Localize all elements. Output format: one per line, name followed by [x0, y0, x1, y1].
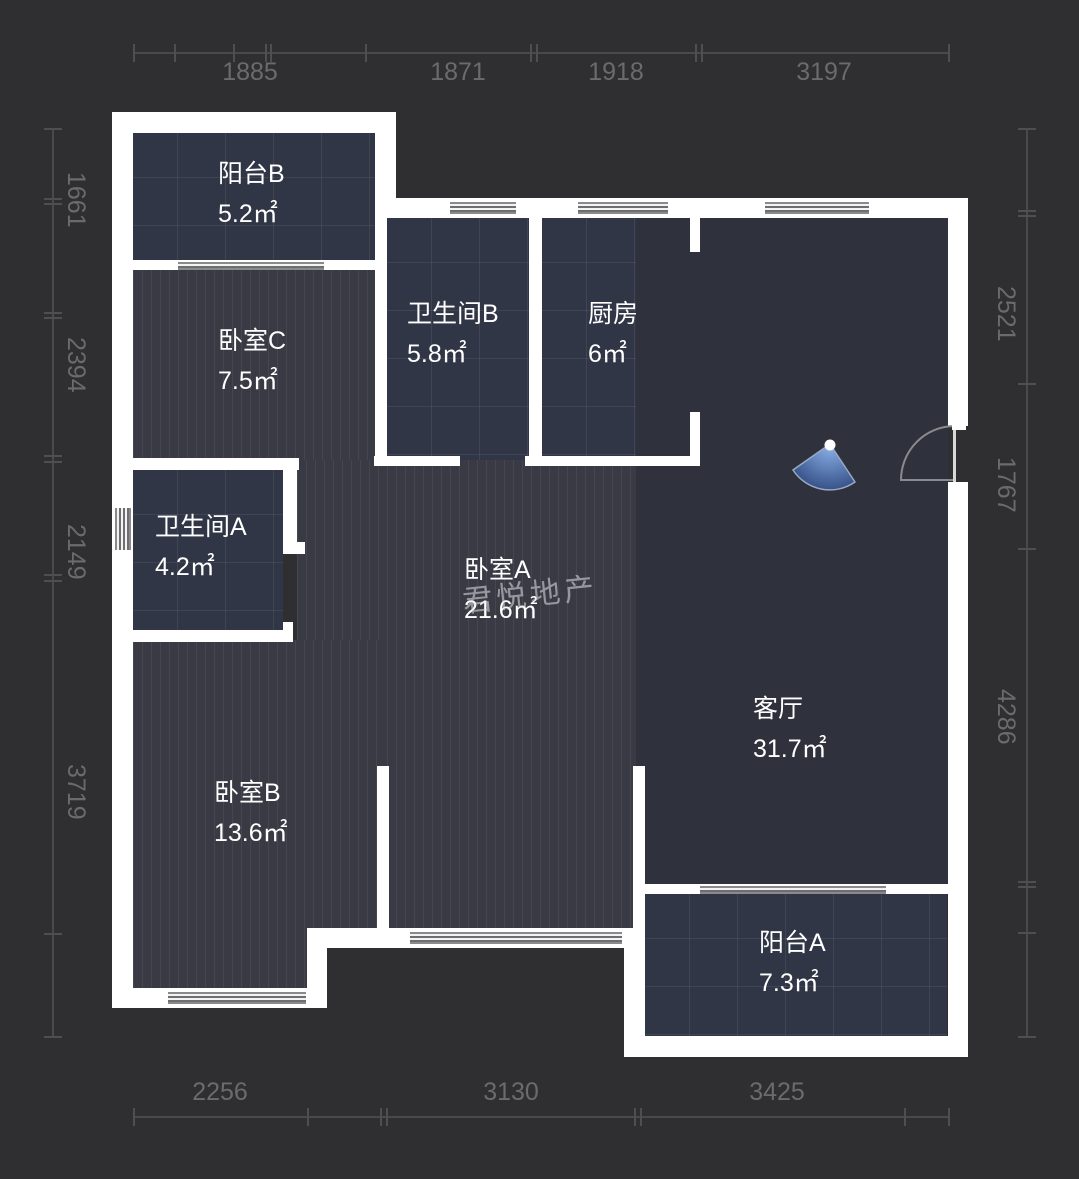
dimension-label: 1885 — [222, 58, 278, 86]
room-name: 阳台A — [759, 929, 826, 957]
wall — [690, 210, 700, 252]
wall — [133, 630, 293, 642]
room-area: 7.5㎡ — [218, 367, 278, 395]
window — [115, 508, 131, 550]
room-area: 7.3㎡ — [759, 969, 819, 997]
window — [578, 202, 668, 214]
wall — [283, 458, 297, 546]
room-bathroom-b-floor[interactable] — [387, 218, 529, 460]
wall — [375, 112, 396, 202]
room-label-balcony-a: 阳台A 7.3㎡ — [759, 923, 826, 1003]
room-area: 31.7㎡ — [753, 735, 827, 763]
room-bedroom-b-floor-lower — [133, 930, 308, 990]
dimension-label: 2394 — [62, 337, 90, 393]
room-name: 卧室C — [218, 327, 287, 355]
room-balcony-a-floor[interactable] — [645, 894, 947, 1036]
room-label-bathroom-b: 卫生间B 5.8㎡ — [407, 294, 499, 374]
window — [168, 992, 306, 1004]
room-area: 5.8㎡ — [407, 340, 467, 368]
room-label-balcony-b: 阳台B 5.2㎡ — [218, 154, 285, 234]
wall — [529, 210, 542, 466]
room-bedroom-c-floor[interactable] — [133, 268, 377, 460]
room-name: 客厅 — [753, 695, 804, 723]
window — [765, 202, 869, 214]
wall — [374, 456, 460, 466]
room-label-bathroom-a: 卫生间A 4.2㎡ — [155, 507, 247, 587]
dimension-label: 2521 — [992, 286, 1020, 342]
room-name: 阳台B — [218, 160, 285, 188]
room-area: 4.2㎡ — [155, 553, 215, 581]
dimension-label: 3130 — [483, 1078, 539, 1106]
wall — [948, 198, 968, 426]
dimension-label: 1871 — [430, 58, 486, 86]
room-area: 21.6㎡ — [464, 596, 538, 624]
room-area: 5.2㎡ — [218, 200, 278, 228]
wall — [283, 542, 305, 554]
room-name: 卫生间B — [407, 300, 499, 328]
dimension-label: 3719 — [62, 764, 90, 820]
wall — [690, 412, 700, 466]
wall — [133, 458, 299, 470]
window — [410, 932, 622, 944]
room-area: 13.6㎡ — [214, 819, 288, 847]
dimension-label: 3197 — [796, 58, 852, 86]
dimension-label: 1661 — [62, 172, 90, 228]
wall — [112, 112, 396, 133]
wall — [112, 112, 133, 1008]
room-label-bedroom-a: 卧室A 21.6㎡ — [464, 550, 538, 630]
wall — [377, 766, 389, 942]
room-name: 厨房 — [588, 300, 639, 328]
room-label-living-room: 客厅 31.7㎡ — [753, 689, 827, 769]
window — [450, 202, 516, 214]
dimension-label: 4286 — [992, 689, 1020, 745]
room-bathroom-a-floor[interactable] — [133, 470, 283, 630]
dimension-label: 1918 — [588, 58, 644, 86]
dimension-label: 1767 — [992, 457, 1020, 513]
dimension-label: 2256 — [192, 1078, 248, 1106]
room-label-bedroom-c: 卧室C 7.5㎡ — [218, 321, 286, 401]
viewpoint-indicator-icon[interactable] — [790, 436, 860, 492]
dimension-label: 3425 — [749, 1078, 805, 1106]
wall — [375, 210, 387, 464]
room-area: 6㎡ — [588, 340, 627, 368]
wall — [633, 766, 645, 942]
dimension-label: 2149 — [62, 524, 90, 580]
wall — [525, 456, 700, 466]
entrance-door-icon[interactable] — [896, 422, 966, 486]
room-label-kitchen: 厨房 6㎡ — [588, 294, 638, 374]
window — [178, 262, 324, 270]
room-balcony-b-floor[interactable] — [133, 133, 377, 262]
room-name: 卧室A — [464, 556, 531, 584]
room-living-room-floor-upper — [700, 218, 948, 468]
room-name: 卧室B — [214, 779, 281, 807]
window — [700, 886, 886, 894]
wall — [948, 482, 968, 1057]
wall — [624, 930, 645, 1057]
wall — [624, 1036, 968, 1057]
room-label-bedroom-b: 卧室B 13.6㎡ — [214, 773, 288, 853]
room-name: 卫生间A — [155, 513, 247, 541]
